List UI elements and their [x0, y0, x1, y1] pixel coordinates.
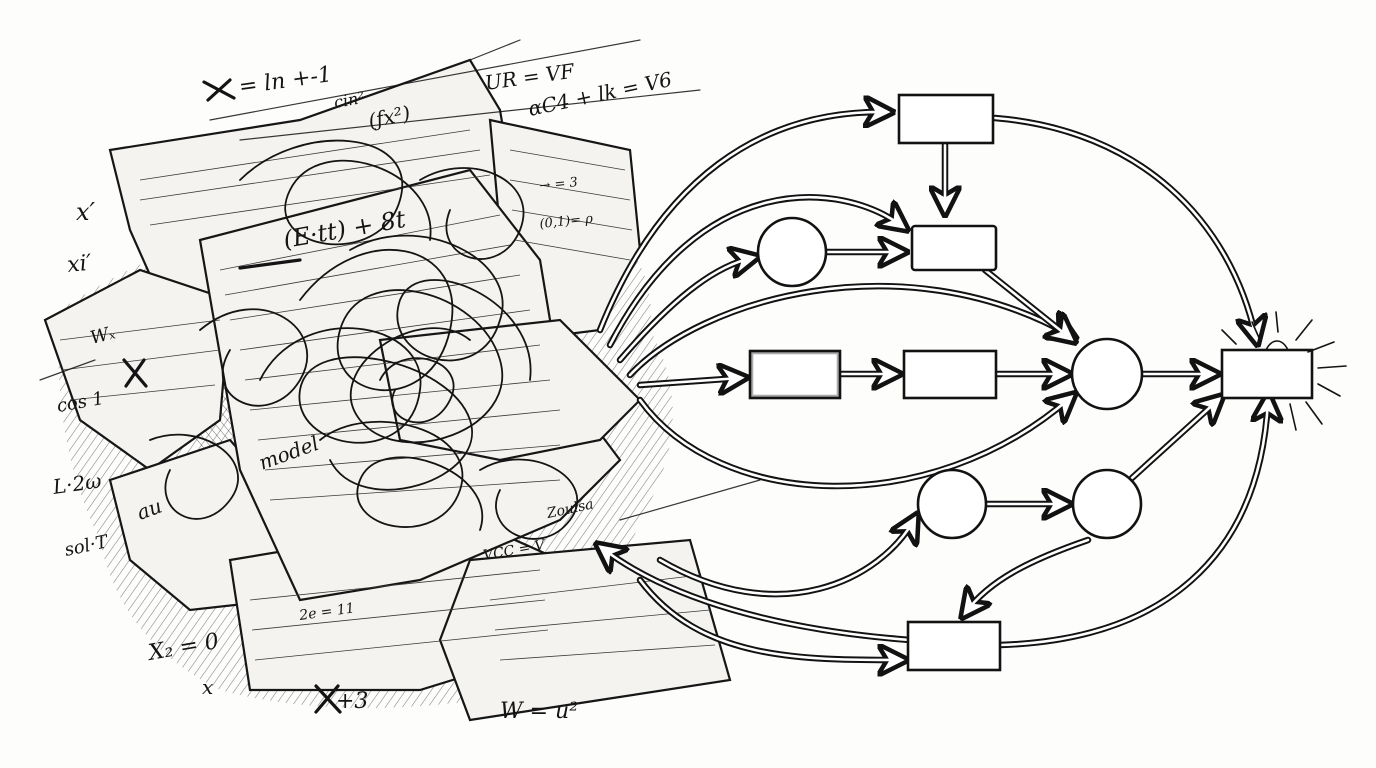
- edge-box-bottom-to-box-output: [996, 400, 1268, 649]
- inflow-arrow: [626, 282, 1070, 379]
- edge-circle-lower-right-to-box-bottom: [966, 536, 1092, 612]
- scribble-equation: = ln +-1: [237, 62, 333, 100]
- paper-sheet-6: [438, 538, 732, 722]
- spark-burst: [1221, 311, 1347, 431]
- circle-lower-left: [916, 468, 988, 540]
- edge-box-top-to-box-output: [991, 114, 1256, 338]
- scribble-equation: xi′: [66, 251, 93, 278]
- return-arrow: [602, 548, 914, 644]
- box-mid-left-hatch: [750, 351, 840, 398]
- box-output: [1220, 348, 1314, 400]
- circle-center: [1070, 337, 1144, 411]
- scribble-equation: x: [202, 675, 213, 699]
- box-bottom: [906, 620, 1002, 672]
- scribble-equation: W = u²: [500, 699, 578, 724]
- box-top: [897, 93, 995, 145]
- tangled-scribble: [149, 139, 578, 540]
- scribble-equation: (0,1)= ρ: [539, 211, 594, 232]
- inflow-arrow: [636, 398, 1070, 490]
- inflow-arrow: [636, 576, 900, 660]
- box-mid-left: [748, 349, 842, 400]
- inflow-arrow: [636, 378, 740, 385]
- box-mid-center: [902, 349, 998, 400]
- box-upper-mid: [910, 224, 998, 272]
- edge-circle-lower-right-to-box-output: [1128, 400, 1218, 482]
- inflow-arrow: [596, 112, 886, 334]
- scribble-equation: → = 3: [539, 175, 579, 194]
- circle-lower-right: [1071, 468, 1143, 540]
- paper-sheet-8: [378, 318, 642, 462]
- inflow-arrow: [656, 520, 914, 598]
- flow-connections: [600, 112, 1268, 660]
- edge-box-upper-mid-to-circle-center: [981, 266, 1070, 338]
- inflow-arrow: [606, 194, 902, 349]
- crumpled-papers: [39, 39, 761, 722]
- scribble-equation: x′: [76, 198, 96, 226]
- structured-flowchart: [748, 93, 1314, 672]
- inflow-arrow: [616, 258, 752, 364]
- scribble-equation: +3: [336, 689, 368, 714]
- scribble-equation: 2e = 11: [297, 600, 355, 624]
- circle-upper-left: [756, 216, 828, 288]
